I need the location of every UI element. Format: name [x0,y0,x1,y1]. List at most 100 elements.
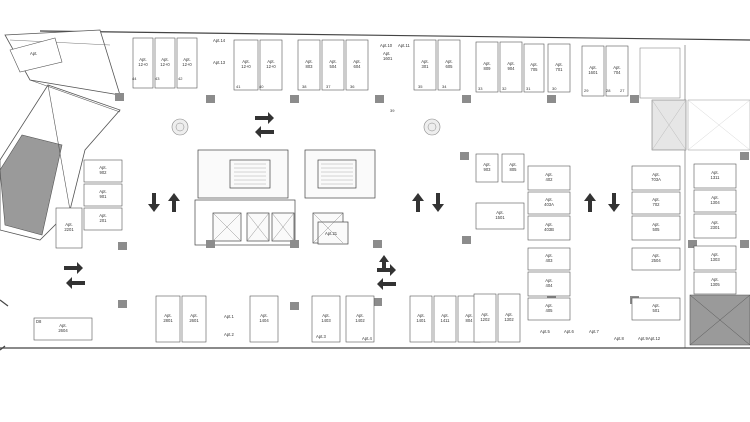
stall-label: 501 [653,308,661,313]
stall-label: 12+0 [241,64,251,69]
stall-label: 402 [546,177,554,182]
parking-stall[interactable]: Apt.2301 [693,213,737,239]
stall-number: 40 [259,84,264,89]
parking-stall[interactable]: Apt.1401 [409,295,433,343]
parking-stall[interactable]: Apt.704 [605,45,629,97]
parking-stall[interactable]: Apt.1411 [433,295,457,343]
parking-stall[interactable]: Apt.1202 [473,293,497,343]
stall-label: Apt. [305,59,312,64]
parking-stall[interactable]: Apt.702 [631,191,681,215]
parking-stall[interactable]: Apt.1302 [497,293,521,343]
parking-stall[interactable]: Apt.803 [297,39,321,91]
parking-stall[interactable]: Apt.1303 [693,245,737,271]
stall-label: Apt. [99,189,106,194]
parking-stall[interactable]: Apt.805 [501,153,525,183]
parking-stall[interactable]: Apt.901 [83,183,123,207]
stall-label: Apt. [322,313,329,318]
arrow-up-icon [412,193,424,212]
arrow-right-icon [64,262,83,274]
parking-stall[interactable]: Apt.1601 [581,45,605,97]
stall-outline [176,37,198,89]
parking-stall[interactable]: Apt.504 [321,39,345,91]
stall-number: 35 [418,84,423,89]
hatched-zone [639,47,750,346]
stall-label: 12+0 [138,62,148,67]
parking-stall[interactable]: Apt.809 [475,41,499,93]
parking-stall[interactable]: Apt.2604 [33,317,93,341]
parking-stall[interactable]: Apt.12+0 [259,39,283,91]
parking-stall[interactable]: Apt.902 [83,159,123,183]
stall-label: 1305 [710,282,720,287]
stall-outline [693,213,737,239]
stall-number: 29 [584,88,589,93]
parking-stall[interactable]: Apt.403A [527,191,571,215]
parking-stall[interactable]: Apt.2801 [155,295,181,343]
parking-stall[interactable]: Apt.12+0 [154,37,176,89]
stall-label: 1404 [259,318,269,323]
outer-walls [0,30,750,351]
stall-label: Apt. [99,165,106,170]
parking-stall[interactable]: Apt.201 [83,207,123,231]
stall-label: Apt. [530,62,537,67]
parking-stall[interactable]: Apt.501 [631,297,681,321]
stall-label: Apt. [356,313,363,318]
parking-stall[interactable]: Apt.12+0 [132,37,154,89]
parking-stall[interactable]: Apt.505 [631,215,681,241]
arrow-right-icon [377,264,396,276]
parking-stall[interactable]: Apt.1305 [693,271,737,295]
arrow-right-icon [255,112,274,124]
parking-stall[interactable]: Apt.1501 [475,202,525,230]
entry-ramp: Apt. [0,29,121,241]
parking-stall[interactable]: Apt.1403 [311,295,341,343]
parking-stall[interactable]: Apt.1311 [693,163,737,189]
stall-label: Apt. [417,313,424,318]
stall-label: Apt. [260,313,267,318]
stall-number: 43 [155,76,160,81]
stall-label: Apt. [652,222,659,227]
parking-stall[interactable]: Apt.705 [523,43,545,93]
parking-stall[interactable]: Apt.1304 [693,189,737,213]
stall-label: 2601 [189,318,199,323]
parking-stall[interactable]: Apt.301 [413,39,437,91]
parking-stall[interactable]: Apt.604 [345,39,369,91]
stall-outline [437,39,461,91]
parking-stall[interactable]: Apt.12+0 [233,39,259,91]
parking-stall[interactable]: Apt.402 [527,165,571,191]
parking-stall[interactable]: Apt.2601 [181,295,207,343]
parking-stall[interactable]: Apt.2201 [55,207,83,249]
parking-stall[interactable]: Apt.605 [437,39,461,91]
stall-label: 504 [330,64,338,69]
stall-label: 1302 [504,317,514,322]
stall-outline [527,297,571,321]
parking-stall[interactable]: Apt.903 [475,153,499,183]
parking-stall[interactable]: Apt.403 [527,247,571,271]
stall-label: Apt. [465,313,472,318]
parking-stall[interactable]: Apt.1404 [249,295,279,343]
stall-label: 1402 [355,318,365,323]
parking-stall[interactable]: Apt.904 [499,41,523,93]
stall-label: 403 [546,258,554,263]
stall-outline [345,39,369,91]
parking-stall[interactable]: Apt.701 [547,43,571,93]
stall-label: 604 [354,64,362,69]
stall-label: Apt. [139,57,146,62]
stall-label: Apt. [421,59,428,64]
stall-label: 12+0 [266,64,276,69]
parking-stall[interactable]: Apt.703A [631,165,681,191]
stall-label: Apt. [589,65,596,70]
parking-stall[interactable]: Apt.1402 [345,295,375,343]
parking-stalls: Apt.12+0Apt.12+0Apt.12+0Apt.12+0Apt.12+0… [33,37,737,343]
parking-stall[interactable]: Apt.405 [527,297,571,321]
parking-stall[interactable]: Apt.404 [527,271,571,297]
stall-label: Apt. [545,197,552,202]
tag-label: Apt.2 [224,332,234,337]
stall-label: 405 [546,308,554,313]
stall-outline [181,295,207,343]
parking-stall[interactable]: Apt.2504 [631,247,681,271]
parking-stall[interactable]: Apt.403B [527,215,571,241]
tag-label: Apt.4 [362,336,372,341]
stall-label: 605 [446,64,454,69]
parking-stall[interactable]: Apt.12+0 [176,37,198,89]
stall-label: 803 [306,64,314,69]
